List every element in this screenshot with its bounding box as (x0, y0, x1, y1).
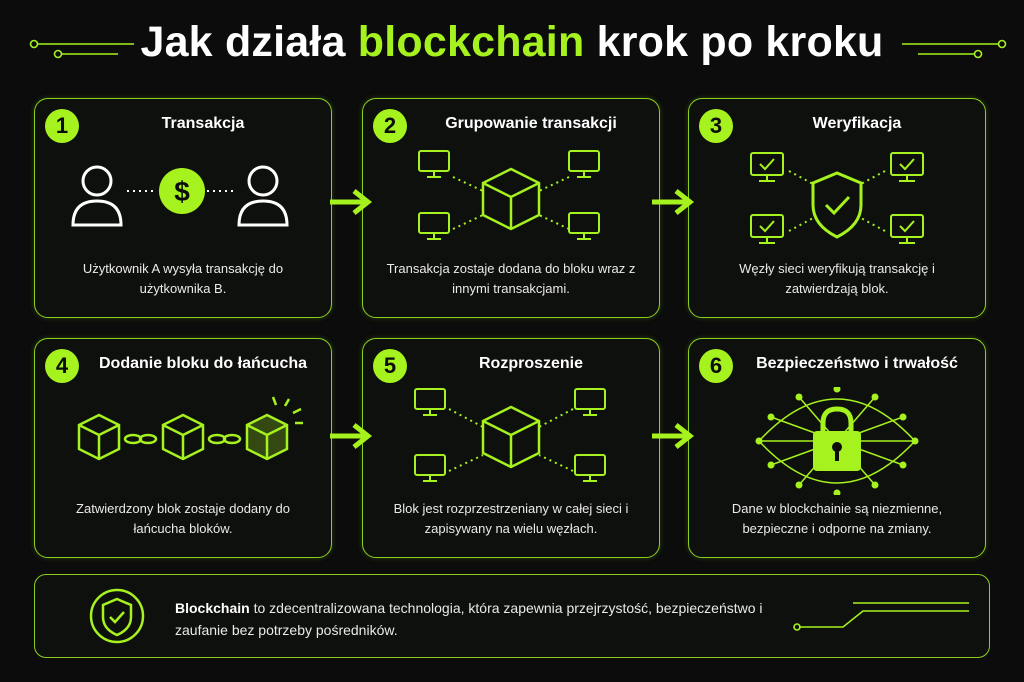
step-panel-2: 2 Grupowanie transakcji Transakcja zosta… (362, 98, 660, 318)
step-title: Grupowanie transakcji (445, 115, 617, 132)
step-panel-4: 4 Dodanie bloku do łańcucha Zatwierdzony… (34, 338, 332, 558)
step-description: Dane w blockchainie są niezmienne, bezpi… (731, 501, 943, 536)
step-number: 1 (45, 109, 79, 143)
step-description: Użytkownik A wysyła transakcję do użytko… (82, 261, 284, 296)
step-title: Bezpieczeństwo i trwałość (756, 355, 958, 372)
arrow-right-icon (652, 189, 695, 215)
step-description: Węzły sieci weryfikują transakcję i zatw… (739, 261, 935, 296)
step-number: 4 (45, 349, 79, 383)
step-title: Transakcja (161, 115, 245, 132)
step-panel-5: 5 Rozproszenie Blok jest rozprzestrzenia… (362, 338, 660, 558)
svg-text:$: $ (174, 176, 190, 207)
circuit-decoration-footer (793, 602, 969, 631)
block-grouping-icon (418, 150, 600, 240)
step-title: Dodanie bloku do łańcucha (98, 355, 308, 372)
summary-text: Blockchain to zdecentralizowana technolo… (175, 597, 775, 641)
step-title: Rozproszenie (478, 355, 583, 372)
summary-body: to zdecentralizowana technologia, która … (175, 600, 763, 638)
circuit-decoration-right (902, 39, 1007, 59)
shield-check-icon (89, 588, 145, 644)
verification-icon (750, 152, 924, 244)
block-chain-icon (77, 396, 303, 461)
step-description: Transakcja zostaje dodana do bloku wraz … (386, 261, 636, 296)
step-panel-6: 6 Bezpieczeństwo i trwałość Dane w block… (688, 338, 986, 558)
step-panel-1: 1 Transakcja $ Użytkownik A wysyła trans… (34, 98, 332, 318)
arrow-right-icon (330, 189, 373, 215)
title-part1: Jak działa (140, 18, 346, 66)
page-title: Jak działa blockchain krok po kroku (0, 18, 1024, 67)
arrow-right-icon (652, 423, 695, 449)
circuit-decoration-left (29, 39, 134, 59)
arrow-right-icon (330, 423, 373, 449)
step-number: 2 (373, 109, 407, 143)
step-description: Blok jest rozprzestrzeniany w całej siec… (393, 501, 629, 536)
user-transaction-icon: $ (71, 165, 289, 227)
block-distribution-icon (414, 388, 606, 482)
step-title: Weryfikacja (812, 115, 902, 132)
summary-bold: Blockchain (175, 600, 250, 616)
step-description: Zatwierdzony blok zostaje dodany do łańc… (76, 501, 290, 536)
title-part2: krok po kroku (596, 18, 884, 66)
step-number: 3 (699, 109, 733, 143)
step-number: 5 (373, 349, 407, 383)
padlock-network-icon (755, 387, 919, 495)
step-panel-3: 3 Weryfikacja Węzły sieci weryfikują tra… (688, 98, 986, 318)
summary-box: Blockchain to zdecentralizowana technolo… (34, 574, 990, 658)
step-number: 6 (699, 349, 733, 383)
title-highlight: blockchain (357, 18, 585, 66)
